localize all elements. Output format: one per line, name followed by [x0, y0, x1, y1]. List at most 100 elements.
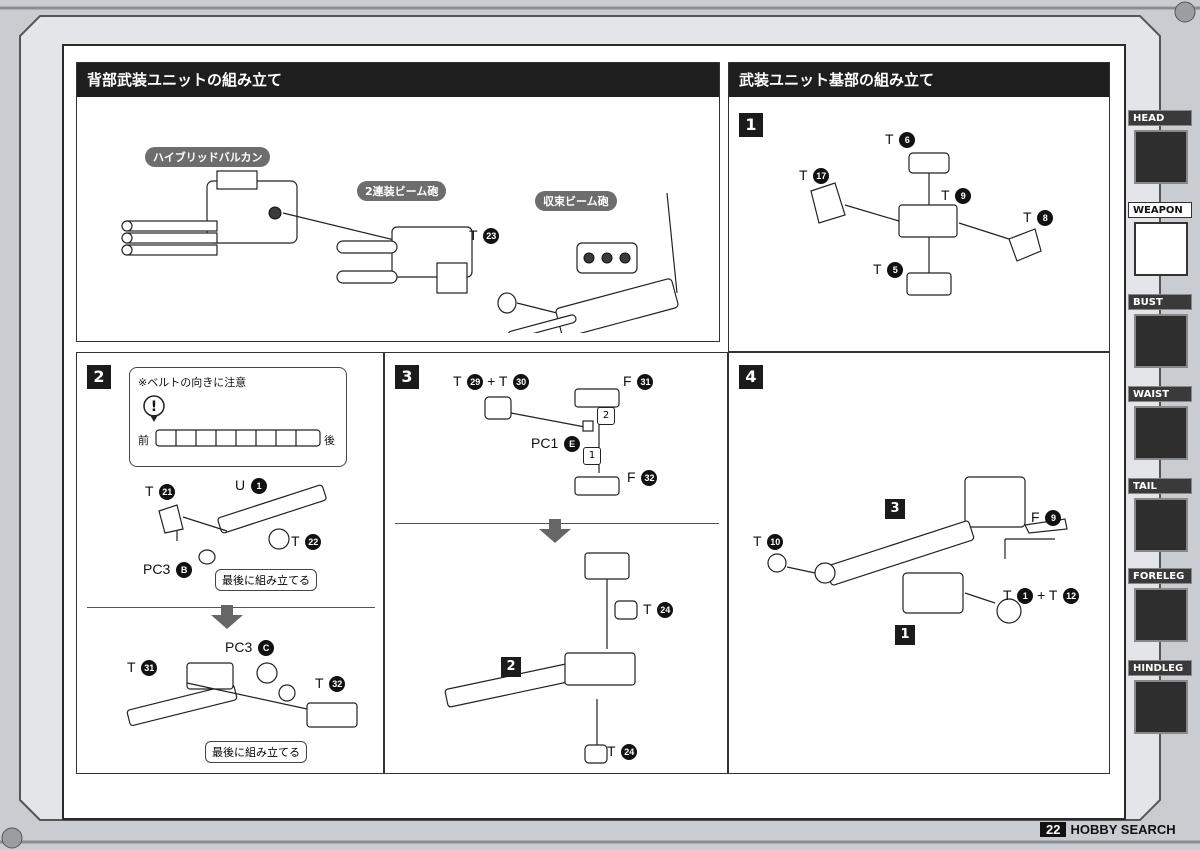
focus-beam-part — [507, 192, 679, 333]
part-number-badge: 31 — [637, 374, 654, 391]
step-number: 4 — [739, 365, 763, 389]
callout-note: ※ベルトの向きに注意 — [138, 376, 247, 389]
svg-text:!: ! — [151, 399, 157, 415]
callout-rear: 後 — [324, 434, 335, 447]
down-arrow-stem — [549, 519, 561, 529]
belt-illustration — [155, 429, 321, 447]
panel-title: 背部武装ユニットの組み立て — [77, 63, 719, 97]
part-number-badge: 6 — [899, 132, 916, 149]
part-number-badge: 24 — [657, 602, 674, 619]
hindleg-icon — [1134, 680, 1188, 734]
part-label-t23: T 23 — [469, 227, 500, 245]
sub-step-number: 2 — [501, 657, 521, 677]
tab-label: WEAPON — [1128, 202, 1192, 218]
callout-front: 前 — [138, 434, 149, 447]
bust-icon — [1134, 314, 1188, 368]
part-number-badge: 9 — [955, 188, 972, 205]
part-number-badge: 23 — [483, 228, 500, 245]
warning-icon: ! — [143, 395, 165, 422]
step2-top-illustration — [158, 484, 327, 565]
part-label-pc3b: PC3 B — [143, 561, 193, 579]
label-twin-beam: 2連装ビーム砲 — [357, 181, 447, 201]
waist-icon — [1134, 406, 1188, 460]
hex-order-2: 2 — [597, 407, 615, 425]
part-label-pc1e: PC1 E — [531, 435, 581, 453]
step3-top-illustration — [484, 388, 620, 496]
tab-head[interactable]: HEAD — [1124, 110, 1198, 196]
tab-label: HINDLEG — [1128, 660, 1192, 676]
part-label-pc3c: PC3 C — [225, 639, 275, 657]
part-number-badge: 32 — [641, 470, 658, 487]
part-label-t9: T 9 — [941, 187, 972, 205]
part-label-f9: F 9 — [1031, 509, 1062, 527]
part-label-t32: T 32 — [315, 675, 346, 693]
part-number-badge: E — [564, 436, 581, 453]
hybrid-vulcan-part — [121, 170, 298, 256]
part-label-t6: T 6 — [885, 131, 916, 149]
tab-waist[interactable]: WAIST — [1124, 386, 1198, 472]
step2-bottom-illustration — [126, 662, 358, 728]
tab-tail[interactable]: TAIL — [1124, 478, 1198, 564]
part-number-badge: 24 — [621, 744, 638, 761]
down-arrow-stem — [221, 605, 233, 615]
label-hybrid-vulcan: ハイブリッドバルカン — [145, 147, 271, 167]
foreleg-icon — [1134, 588, 1188, 642]
part-label-f32: F 32 — [627, 469, 658, 487]
tab-foreleg[interactable]: FORELEG — [1124, 568, 1198, 654]
panel-title: 武装ユニット基部の組み立て — [729, 63, 1109, 97]
part-label-t22: T 22 — [291, 533, 322, 551]
part-number-badge: 21 — [159, 484, 176, 501]
part-label-t1-t12: T 1 + T 12 — [1003, 587, 1080, 605]
part-label-t5: T 5 — [873, 261, 904, 279]
weapon-base-illustration — [810, 152, 1042, 296]
panel-step-2: 2 ※ベルトの向きに注意 前 後 ! T 21 U 1 T 22 PC3 B 最… — [76, 352, 384, 774]
part-number-badge: 32 — [329, 676, 346, 693]
twin-beam-part — [336, 226, 473, 294]
part-number-badge: 12 — [1063, 588, 1080, 605]
sub-step-3: 3 — [885, 499, 905, 519]
part-number-badge: 29 — [467, 374, 484, 391]
step4-illustration — [767, 476, 1068, 624]
brand-watermark: HOBBY SEARCH — [1070, 822, 1176, 837]
tab-label: FORELEG — [1128, 568, 1192, 584]
panel-step-4: 4 3 1 T 10 F 9 T 1 + T 12 — [728, 352, 1110, 774]
sub-step-1: 1 — [895, 625, 915, 645]
step-number: 2 — [87, 365, 111, 389]
part-label-t8: T 8 — [1023, 209, 1054, 227]
part-number-badge: 8 — [1037, 210, 1054, 227]
down-arrow-icon — [211, 615, 243, 629]
build-last-note: 最後に組み立てる — [215, 569, 317, 591]
part-label-t17: T 17 — [799, 167, 830, 185]
tab-label: BUST — [1128, 294, 1192, 310]
panel-back-weapon: 背部武装ユニットの組み立て ハイブリッドバルカン 2連装ビーム砲 収束ビーム砲 — [76, 62, 720, 342]
back-weapon-illustration — [121, 170, 679, 333]
tab-hindleg[interactable]: HINDLEG — [1124, 660, 1198, 746]
label-focus-beam: 収束ビーム砲 — [535, 191, 617, 211]
part-label-t21: T 21 — [145, 483, 176, 501]
down-arrow-icon — [539, 529, 571, 543]
part-number-badge: 1 — [1017, 588, 1034, 605]
part-number-badge: 1 — [251, 478, 268, 495]
tab-label: WAIST — [1128, 386, 1192, 402]
part-number-badge: 31 — [141, 660, 158, 677]
part-number-badge: 17 — [813, 168, 830, 185]
step3-bottom-illustration — [444, 552, 638, 764]
part-label-t31: T 31 — [127, 659, 158, 677]
tab-weapon[interactable]: WEAPON — [1124, 202, 1198, 288]
panel-step-3: 3 T 29 + T 30 F 31 PC1 E F 32 2 1 T 24 2… — [384, 352, 728, 774]
part-number-badge: 30 — [513, 374, 530, 391]
part-number-badge: 10 — [767, 534, 784, 551]
step-number: 3 — [395, 365, 419, 389]
tab-bust[interactable]: BUST — [1124, 294, 1198, 380]
part-label-u1: U 1 — [235, 477, 268, 495]
part-t23 — [497, 292, 517, 314]
part-label-f31: F 31 — [623, 373, 654, 391]
part-number-badge: 5 — [887, 262, 904, 279]
part-label-t24-top: T 24 — [643, 601, 674, 619]
tail-icon — [1134, 498, 1188, 552]
tab-label: TAIL — [1128, 478, 1192, 494]
part-number-badge: 9 — [1045, 510, 1062, 527]
part-label-t10: T 10 — [753, 533, 784, 551]
part-number-badge: B — [176, 562, 193, 579]
step-number: 1 — [739, 113, 763, 137]
